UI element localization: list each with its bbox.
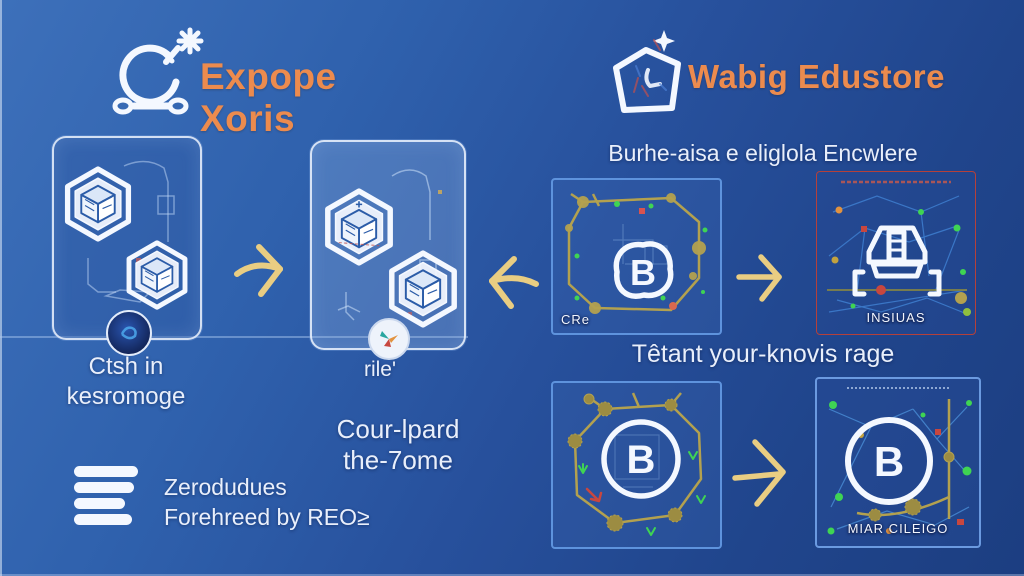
panel1-caption-line2: kesromoge — [66, 383, 186, 410]
hexagon-cube-icon — [122, 240, 192, 310]
arrow-right-icon — [731, 432, 793, 510]
panel1-caption-line1: Ctsh in — [88, 353, 164, 380]
pentagon-spark-icon — [608, 24, 690, 120]
blueprint-panel-2 — [310, 140, 466, 360]
right-mid-caption: Têtant your-knovis rage — [631, 340, 895, 368]
bottom-edge-line — [0, 574, 1024, 576]
hexagon-cube-icon — [320, 188, 398, 266]
hexagon-cube-icon — [60, 166, 136, 242]
panel-marcheigo-label: MIAR CILEIGO — [847, 521, 949, 536]
panel2-bottom-badge — [368, 318, 410, 360]
panel1-bottom-badge — [106, 310, 152, 356]
panel2-caption-line2: the-7ome — [343, 445, 453, 475]
badge-letter: B — [874, 438, 904, 485]
right-top-caption: Burhe-aisa e eliglola Encwlere — [608, 140, 918, 166]
badge-letter: B — [627, 438, 656, 482]
panel2-caption-line1: Cour-lpard — [336, 414, 460, 444]
panel-marcheigo-network: B — [827, 387, 972, 535]
panel2-caption: Cour-lpard the-7ome — [308, 414, 488, 476]
panel-insiuas-network — [827, 180, 971, 316]
header-left: Expope Xoris — [100, 22, 420, 139]
network-panel-octo: B — [551, 381, 722, 549]
panel2-label: rile' — [363, 358, 396, 381]
helmet-gear-icon — [106, 26, 206, 122]
network-panel-insiuas: INSIUAS — [816, 171, 976, 335]
panel-cre-label: CRe — [561, 312, 591, 327]
panel1-caption: Ctsh in kesromoge — [28, 352, 224, 412]
network-panel-cre: B CRe — [551, 178, 722, 335]
legend-block: Zerodudues Forehreed by REO≥ — [74, 462, 404, 542]
panel-cre-circuit: B — [565, 192, 708, 314]
legend-line2: Forehreed by REO≥ — [164, 504, 370, 530]
hexagon-cube-icon — [384, 250, 462, 328]
arrow-left-icon — [477, 250, 541, 312]
header-right: Wabig Edustore — [606, 20, 946, 120]
app-title-left: Expope Xoris — [200, 56, 337, 139]
panel-octo-circuit: B — [567, 392, 706, 536]
arrow-right-icon — [232, 238, 300, 300]
list-bars-icon — [74, 466, 138, 525]
legend-line1: Zerodudues — [164, 474, 287, 500]
legend-text: Zerodudues Forehreed by REO≥ — [164, 472, 370, 532]
badge-letter: B — [630, 252, 656, 293]
app-title-right: Wabig Edustore — [688, 58, 945, 95]
blueprint-panel-1 — [52, 136, 202, 356]
panel-insiuas-label: INSIUAS — [866, 310, 926, 325]
network-panel-marcheigo: B MIAR CILEIGO — [815, 377, 981, 548]
mid-horizontal-line — [0, 336, 468, 338]
left-edge-line — [0, 0, 2, 576]
arrow-right-icon — [735, 250, 791, 304]
